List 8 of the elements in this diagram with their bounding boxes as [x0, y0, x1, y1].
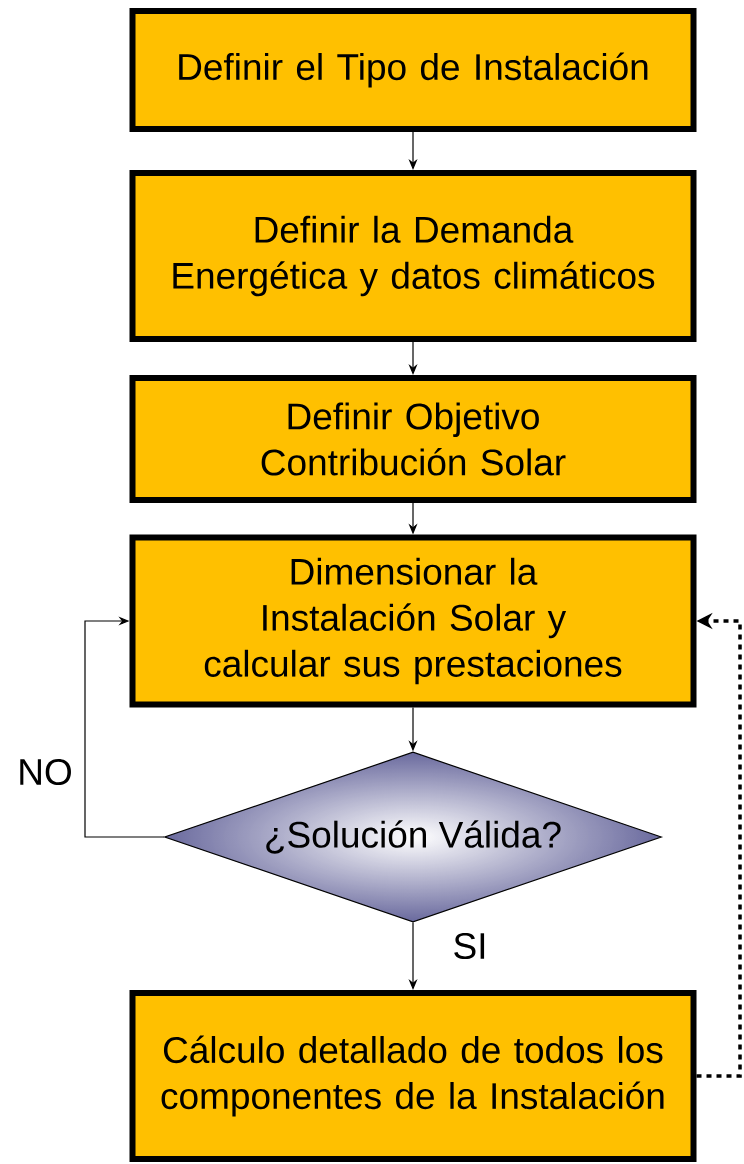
- process-box: Definir la Demanda Energética y datos climáticos: [129, 170, 697, 342]
- process-box: Definir el Tipo de Instalación: [129, 8, 697, 132]
- arrow: [84, 616, 165, 838]
- process-box: Cálculo detallado de todos los componentes de la Instalación: [129, 990, 697, 1162]
- process-box: Dimensionar la Instalación Solar y calcular sus prestaciones: [129, 534, 697, 708]
- edge-label: NO: [16, 757, 74, 787]
- process-box: Definir Objetivo Contribución Solar: [129, 375, 697, 503]
- edge-label: SI: [451, 931, 489, 961]
